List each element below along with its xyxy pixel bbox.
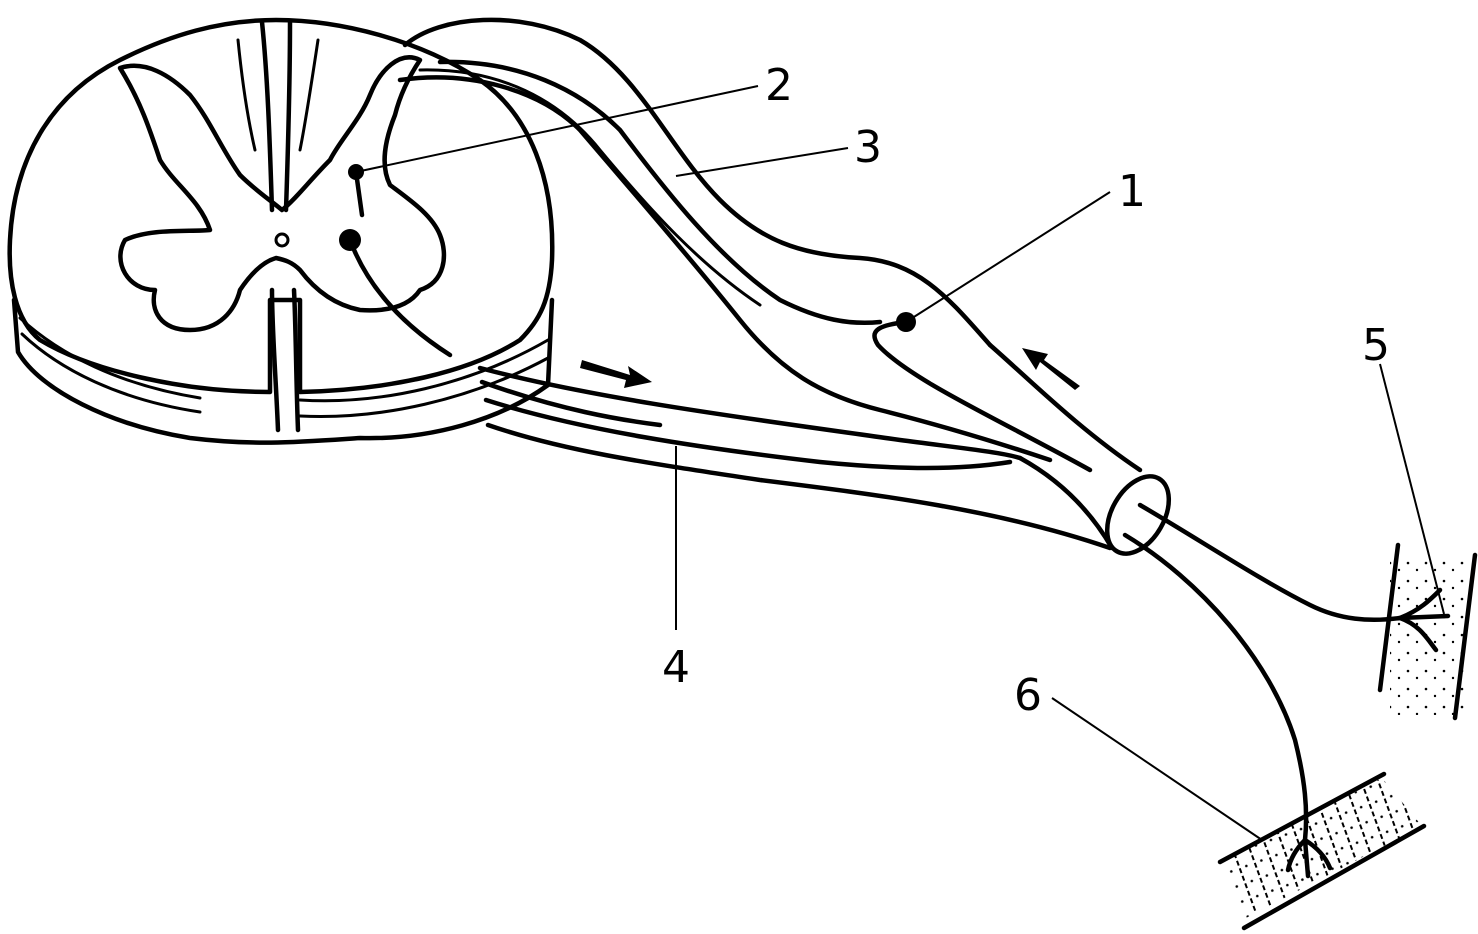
- anterior-median-fissure: [269, 287, 301, 433]
- skin-patch: [1390, 555, 1468, 715]
- ventral-root-branch: [479, 379, 663, 428]
- leader-lines: [355, 85, 1445, 841]
- callout-6: 6: [1014, 670, 1042, 721]
- spinal-cord-side-line: [298, 338, 550, 403]
- ventral-root: [477, 365, 1113, 551]
- callout-4: 4: [662, 642, 690, 693]
- dorsal-root-inner: [437, 59, 883, 326]
- central-canal: [274, 232, 290, 248]
- motor-endplate: [1285, 837, 1333, 879]
- grey-matter: [117, 55, 447, 333]
- leader-line-1: [905, 191, 1111, 323]
- white-matter: [7, 17, 555, 395]
- leader-line-3: [675, 147, 849, 177]
- spinal-nerve: [987, 342, 1172, 556]
- callout-labels: 1 2 3 4 5 6: [662, 60, 1390, 721]
- skin-edge-right: [1452, 552, 1478, 721]
- callout-5: 5: [1362, 320, 1390, 371]
- ventral-root-lower: [485, 422, 1113, 551]
- spinal-nerve-upper-edge: [987, 342, 1143, 473]
- spinal-nerve-lower-edge: [1017, 455, 1115, 551]
- spinal-cord-cross-section: [7, 17, 555, 445]
- spinal-cord-side-line: [20, 332, 202, 414]
- interneuron-axon: [353, 169, 365, 218]
- direction-arrows: [580, 348, 1080, 390]
- motor-fiber-to-muscle: [1122, 532, 1309, 843]
- ventral-root-mid: [483, 397, 1013, 471]
- dorsal-root: [397, 17, 1053, 463]
- nerve-cut-end: [1104, 474, 1172, 556]
- callout-2: 2: [765, 60, 793, 111]
- skin-edge-left: [1377, 542, 1401, 693]
- callout-3: 3: [854, 122, 882, 173]
- dorsal-root-outer-lower: [397, 75, 1053, 463]
- muscle-edge-top: [1217, 771, 1387, 865]
- muscle-edge-bottom: [1241, 823, 1427, 931]
- ventral-root-upper: [477, 365, 1023, 461]
- leader-line-5: [1379, 363, 1445, 615]
- posterior-median-sulcus: [259, 19, 293, 213]
- afferent-arrow-icon: [1022, 348, 1080, 390]
- spinal-cord-side-wall: [11, 297, 555, 445]
- efferent-arrow-icon: [580, 360, 652, 388]
- leader-line-2: [355, 85, 759, 173]
- muscle-block: [1222, 778, 1422, 918]
- sensory-fiber-to-skin: [1137, 502, 1403, 623]
- dorsal-root-fiber: [418, 68, 762, 307]
- callout-1: 1: [1118, 166, 1146, 217]
- sensory-neuron-process: [872, 319, 1093, 473]
- effector-muscle: [1217, 771, 1427, 931]
- posterior-column-line: [236, 38, 320, 152]
- spinal-cord-side-line: [298, 356, 550, 418]
- motor-neuron-axon-in-cord: [347, 237, 453, 358]
- skin-receptor: [1377, 542, 1478, 721]
- dorsal-root-outer-upper: [402, 17, 993, 348]
- leader-line-6: [1051, 697, 1263, 841]
